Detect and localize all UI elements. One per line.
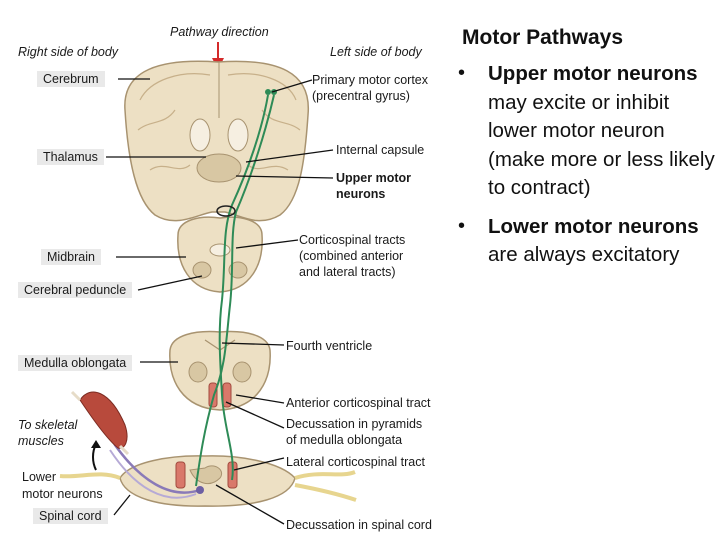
muscle-contraction-arrow	[91, 440, 101, 471]
thalamus-label: Thalamus	[37, 149, 104, 165]
corticospinal-tracts-label-2: (combined anterior	[299, 249, 404, 263]
leader-lines	[106, 78, 334, 525]
decussation-spinal-cord-label: Decussation in spinal cord	[286, 518, 432, 532]
skeletal-muscle	[70, 390, 130, 456]
bullet-bold-upper: Upper motor neurons	[488, 62, 698, 85]
decussation-pyramids-label-2: of medulla oblongata	[286, 433, 403, 447]
decussation-pyramids-label: Decussation in pyramids	[286, 417, 423, 431]
upper-motor-neurons-label: Upper motor	[336, 171, 411, 185]
cerebrum-section	[124, 60, 309, 222]
precentral-gyrus-label: (precentral gyrus)	[312, 89, 410, 103]
bullet-dot: •	[458, 62, 466, 84]
corticospinal-tracts-label: Corticospinal tracts	[299, 233, 406, 247]
bullet-text-upper: may excite or inhibit lower motor neuron…	[488, 90, 715, 200]
bullet-list: • Upper motor neurons may excite or inhi…	[458, 60, 716, 270]
bullet-item-lower: • Lower motor neurons are always excitat…	[458, 213, 716, 270]
cerebral-peduncle-label: Cerebral peduncle	[18, 282, 133, 298]
lateral-corticospinal-tract-label: Lateral corticospinal tract	[286, 455, 425, 469]
bullet-dot: •	[458, 214, 466, 237]
corticospinal-tracts-label-3: and lateral tracts)	[299, 265, 396, 279]
primary-motor-cortex-label: Primary motor cortex	[312, 73, 428, 87]
right-side-label: Right side of body	[18, 45, 119, 59]
bullet-bold-lower: Lower motor neurons	[488, 214, 699, 238]
lower-motor-neurons-label-2: motor neurons	[22, 487, 103, 501]
to-skeletal-muscles-label: To skeletal	[18, 418, 78, 432]
internal-capsule-label: Internal capsule	[336, 143, 425, 157]
lower-motor-neurons-label: Lower	[22, 470, 57, 484]
spinal-cord-label: Spinal cord	[33, 508, 108, 524]
upper-motor-neuron-path	[195, 89, 277, 487]
motor-pathway-diagram	[59, 42, 357, 525]
left-side-label: Left side of body	[330, 45, 422, 59]
medulla-oblongata-label: Medulla oblongata	[18, 355, 133, 371]
midbrain-section	[177, 216, 263, 293]
fourth-ventricle-label: Fourth ventricle	[286, 339, 373, 353]
to-skeletal-muscles-label-2: muscles	[18, 434, 64, 448]
slide-title: Motor Pathways	[462, 26, 624, 49]
cerebrum-label: Cerebrum	[37, 71, 105, 87]
anterior-corticospinal-tract-label: Anterior corticospinal tract	[286, 396, 431, 410]
bullet-item-upper: • Upper motor neurons may excite or inhi…	[458, 60, 716, 203]
bullet-text-lower: are always excitatory	[488, 243, 680, 266]
upper-motor-neurons-label-2: neurons	[336, 187, 386, 201]
pathway-direction-label: Pathway direction	[170, 25, 269, 39]
midbrain-label: Midbrain	[41, 249, 101, 265]
